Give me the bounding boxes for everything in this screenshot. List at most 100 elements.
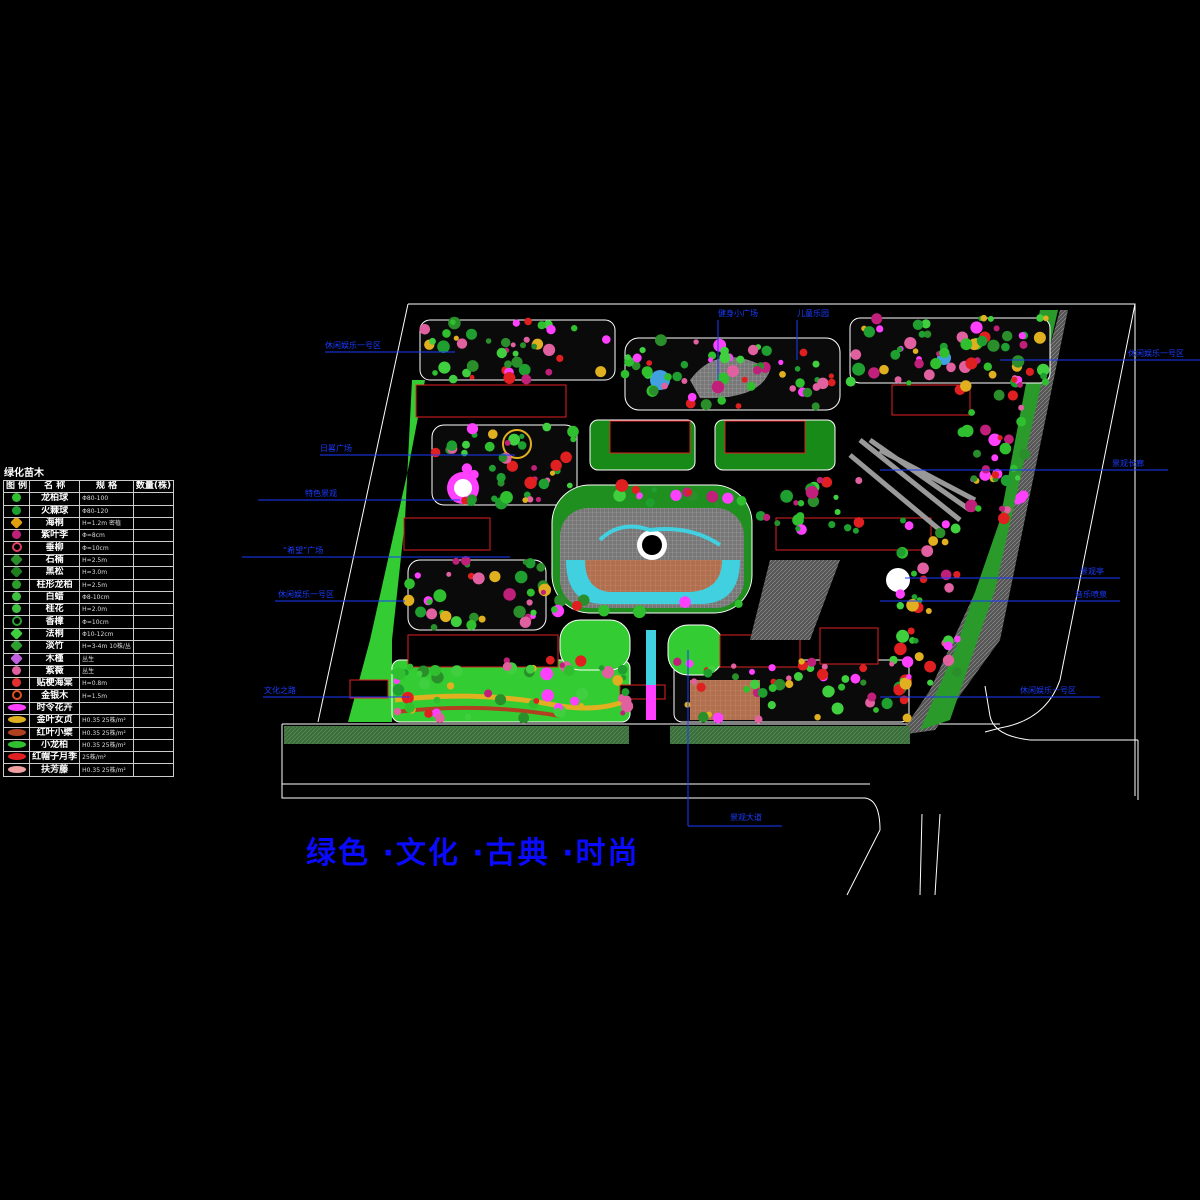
plant-symbol <box>906 599 919 612</box>
legend-header-symbol: 图 例 <box>2 479 31 494</box>
plant-symbol <box>602 335 611 344</box>
label-avenue: 景观大道 <box>730 812 762 822</box>
plant-symbol <box>514 570 528 584</box>
plant-symbol <box>981 465 991 474</box>
plant-symbol <box>902 713 912 723</box>
plant-symbol <box>661 382 668 390</box>
plant-symbol <box>502 662 512 671</box>
plant-symbol <box>560 451 572 464</box>
plant-symbol <box>824 686 835 697</box>
plant-symbol <box>503 657 510 664</box>
plant-symbol <box>1003 506 1012 514</box>
plant-symbol <box>876 325 884 333</box>
legend-symbol-cell <box>2 504 31 518</box>
plant-symbol <box>522 559 528 565</box>
plant-symbol <box>789 385 796 392</box>
plant-symbol <box>797 500 805 507</box>
plant-symbol <box>900 517 906 524</box>
plant-symbol-icon <box>7 740 26 748</box>
legend-plant-name: 紫叶李 <box>29 529 81 543</box>
legend-plant-qty <box>132 553 175 568</box>
legend-plant-qty <box>132 566 175 580</box>
plant-symbol-icon <box>7 765 26 773</box>
plant-symbol <box>894 376 902 384</box>
slogan: 绿色 ·文化 ·古典 ·时尚 <box>306 836 640 871</box>
plant-symbol <box>896 346 903 353</box>
plant-symbol <box>442 329 451 338</box>
plant-symbol <box>736 355 745 364</box>
plant-symbol <box>1041 378 1049 386</box>
plant-symbol <box>727 365 739 378</box>
plant-symbol <box>523 336 530 343</box>
plant-symbol <box>817 668 829 681</box>
plant-symbol <box>918 330 926 338</box>
legend-symbol-cell <box>2 516 31 531</box>
legend-plant-spec: H=2.5m <box>79 578 134 592</box>
planting-symbols <box>391 313 1050 724</box>
plant-symbol <box>944 583 954 593</box>
plant-symbol <box>998 512 1010 525</box>
legend-plant-spec: H=2.5m <box>79 553 134 568</box>
legend-plant-name: 小龙柏 <box>29 738 81 753</box>
plant-symbol <box>392 684 405 696</box>
green-areas <box>284 310 1068 744</box>
legend-header-row: 图 例 名 称 规 格 数量(株) <box>2 479 175 494</box>
legend-symbol-cell <box>2 615 31 629</box>
plant-symbol <box>924 660 936 673</box>
legend-symbol-cell <box>2 751 31 765</box>
plant-symbol <box>432 370 438 376</box>
plant-symbol <box>792 514 804 526</box>
legend-plant-spec: Φ=8cm <box>79 529 134 543</box>
legend-symbol-cell <box>2 529 31 543</box>
plant-symbol <box>696 682 706 692</box>
legend-plant-spec: H=3.0m <box>79 566 134 580</box>
plant-symbol <box>513 605 526 618</box>
plant-symbol <box>655 334 667 347</box>
plant-symbol <box>950 523 961 534</box>
plant-symbol <box>907 627 915 635</box>
plant-symbol <box>921 545 934 557</box>
legend-plant-name: 黑松 <box>29 566 81 580</box>
plant-symbol <box>941 538 949 546</box>
legend-plant-spec: 25株/m² <box>79 751 134 765</box>
plant-symbol <box>440 610 452 623</box>
plant-symbol <box>670 489 682 501</box>
legend-plant-name: 贴梗海棠 <box>29 677 81 691</box>
plant-symbol <box>798 658 805 665</box>
plant-symbol <box>430 447 441 458</box>
plant-symbol <box>636 492 643 499</box>
plant-symbol <box>563 665 575 677</box>
plant-symbol <box>494 694 507 706</box>
plant-symbol <box>722 492 734 504</box>
plant-symbol <box>517 441 527 450</box>
legend-symbol-cell <box>2 689 31 703</box>
plant-symbol <box>899 677 912 690</box>
plant-symbol <box>687 392 697 402</box>
plant-symbol <box>1002 330 1013 342</box>
plant-symbol <box>556 354 564 362</box>
plant-symbol <box>612 675 623 686</box>
plant-symbol <box>1010 464 1018 472</box>
plant-symbol <box>896 602 904 610</box>
legend-plant-spec: H=1.5m <box>79 689 134 703</box>
plant-symbol <box>466 423 479 435</box>
plant-symbol <box>1033 331 1046 344</box>
plant-symbol <box>923 330 932 338</box>
plant-symbol <box>814 714 821 721</box>
label-sundial-square: 日晷广场 <box>320 443 352 453</box>
plant-symbol <box>993 389 1005 401</box>
plant-symbol <box>559 662 565 668</box>
plant-symbol <box>812 383 821 391</box>
label-leisure-zone-bottom: 休闲娱乐一号区 <box>1020 685 1076 695</box>
plant-symbol <box>914 652 924 662</box>
plant-symbol <box>496 347 507 359</box>
plant-symbol-icon <box>7 753 26 761</box>
plant-symbol <box>418 678 431 690</box>
plant-symbol <box>472 572 485 585</box>
plant-symbol <box>578 703 585 709</box>
plant-symbol <box>633 605 646 619</box>
plant-symbol-icon <box>10 555 23 566</box>
legend-plant-name: 红叶小檗 <box>29 726 81 740</box>
legend-plant-qty <box>132 615 175 629</box>
plant-symbol <box>767 701 776 710</box>
